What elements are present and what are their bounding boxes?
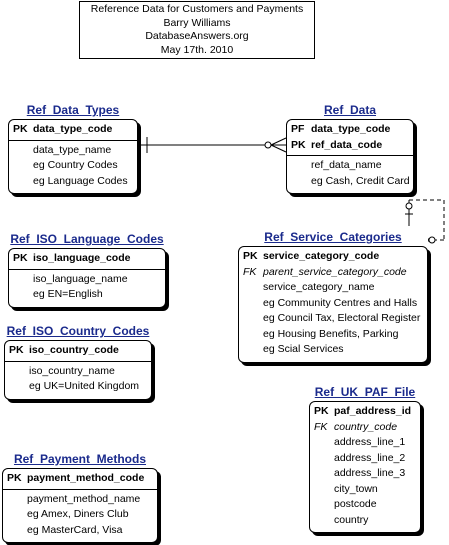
foreign-key-attribute: FK parent_service_category_code	[243, 265, 421, 281]
attribute: eg MasterCard, Visa	[27, 523, 123, 536]
entity-title: Ref_Data	[323, 103, 377, 117]
entity-ref-uk-paf-file[interactable]: Ref_UK_PAF_File PK paf_address_id FK cou…	[309, 383, 421, 533]
key-section: PK data_type_code	[9, 122, 137, 141]
foreign-key-tag: FK	[314, 420, 328, 433]
attribute: eg Language Codes	[33, 174, 128, 187]
attribute: eg Council Tax, Electoral Register	[263, 312, 421, 324]
entity-title: Ref_UK_PAF_File	[314, 385, 416, 399]
key-tag: PK	[9, 344, 24, 356]
key-attribute: PK service_category_code	[243, 249, 421, 265]
attribute: payment_method_name	[27, 492, 141, 505]
entity-box: PK service_category_code FK parent_servi…	[238, 246, 428, 363]
attribute: eg Amex, Diners Club	[27, 508, 129, 520]
key-tag: PF	[291, 123, 305, 135]
entity-title: Ref_Service_Categories	[264, 230, 402, 244]
attribute: eg Cash, Credit Card	[311, 174, 410, 187]
key-section: PK payment_method_code	[3, 471, 157, 490]
key-tag: PK	[13, 252, 28, 264]
key-name: data_type_code	[33, 123, 113, 135]
entity-ref-data-types[interactable]: Ref_Data_Types PK data_type_code data_ty…	[8, 101, 138, 194]
attribute: iso_country_name	[29, 364, 115, 377]
attribute: eg Community Centres and Halls	[263, 296, 418, 309]
attribute: city_town	[334, 482, 378, 495]
entity-title: Ref_ISO_Language_Codes	[10, 232, 164, 246]
key-name: payment_method_code	[27, 472, 145, 484]
attribute: iso_language_name	[33, 272, 128, 285]
key-attribute: PK paf_address_id	[314, 404, 414, 420]
entity-ref-payment-methods[interactable]: Ref_Payment_Methods PK payment_method_co…	[2, 450, 158, 543]
key-tag: PK	[7, 472, 22, 484]
relationship-data-types-to-ref-data	[138, 137, 287, 153]
attribute: postcode	[334, 498, 377, 510]
entity-box: PK paf_address_id FK country_code addres…	[309, 401, 421, 533]
header-line-site: DatabaseAnswers.org	[145, 30, 249, 42]
key-attribute: PK iso_language_code	[13, 251, 159, 267]
entity-title: Ref_ISO_Country_Codes	[6, 324, 150, 338]
foreign-key-attribute: FK country_code	[314, 420, 414, 436]
key-section: PF data_type_code PK ref_data_code	[287, 122, 413, 156]
entity-title: Ref_Payment_Methods	[13, 452, 147, 466]
diagram-header: Reference Data for Customers and Payment…	[79, 1, 315, 59]
key-name: data_type_code	[311, 123, 391, 135]
key-section: PK service_category_code	[239, 249, 427, 265]
key-tag: PK	[314, 405, 329, 417]
entity-box: PK payment_method_code payment_method_na…	[2, 468, 158, 543]
key-name: ref_data_code	[311, 138, 383, 151]
entity-ref-iso-language-codes[interactable]: Ref_ISO_Language_Codes PK iso_language_c…	[8, 230, 166, 308]
key-attribute: PK payment_method_code	[7, 471, 151, 487]
key-attribute: PK data_type_code	[13, 122, 131, 138]
foreign-key-name: country_code	[334, 420, 398, 433]
key-tag: PK	[243, 250, 258, 262]
header-line-author: Barry Williams	[163, 16, 231, 29]
entity-box: PK iso_language_code iso_language_name e…	[8, 248, 166, 308]
foreign-key-tag: FK	[243, 265, 257, 278]
attribute: address_line_2	[334, 451, 406, 464]
entity-ref-iso-country-codes[interactable]: Ref_ISO_Country_Codes PK iso_country_cod…	[4, 322, 152, 400]
attribute: eg Housing Benefits, Parking	[263, 327, 399, 340]
key-attribute: PK iso_country_code	[9, 343, 145, 359]
attribute: address_line_3	[334, 467, 406, 479]
foreign-key-name: parent_service_category_code	[263, 265, 407, 278]
attribute: ref_data_name	[311, 159, 382, 171]
entity-ref-service-categories[interactable]: Ref_Service_Categories PK service_catego…	[238, 228, 428, 363]
key-section: PK paf_address_id	[310, 404, 420, 420]
entity-ref-data[interactable]: Ref_Data PF data_type_code PK ref_data_c…	[286, 101, 414, 194]
attribute: eg Scial Services	[263, 343, 344, 355]
attribute: data_type_name	[33, 143, 112, 156]
key-section: PK iso_language_code	[9, 251, 165, 270]
key-tag: PK	[291, 138, 306, 151]
attribute: service_category_name	[263, 281, 375, 293]
key-attribute: PK ref_data_code	[291, 138, 407, 154]
entity-box: PK iso_country_code iso_country_name eg …	[4, 340, 152, 400]
header-line-title: Reference Data for Customers and Payment…	[90, 3, 304, 15]
entity-box: PK data_type_code data_type_name eg Coun…	[8, 119, 138, 194]
attribute: eg EN=English	[33, 288, 103, 300]
key-name: iso_language_code	[33, 252, 131, 264]
entity-box: PF data_type_code PK ref_data_code ref_d…	[286, 119, 414, 194]
key-section: PK iso_country_code	[5, 343, 151, 362]
attribute: eg Country Codes	[33, 159, 118, 171]
key-tag: PK	[13, 123, 28, 135]
key-attribute: PF data_type_code	[291, 122, 407, 138]
attribute: country	[334, 513, 369, 526]
key-name: iso_country_code	[29, 344, 119, 356]
key-name: paf_address_id	[334, 405, 412, 417]
key-name: service_category_code	[263, 250, 380, 262]
entity-title: Ref_Data_Types	[26, 103, 120, 117]
attribute: address_line_1	[334, 436, 406, 448]
header-line-date: May 17th. 2010	[160, 43, 234, 56]
attribute: eg UK=United Kingdom	[29, 380, 140, 392]
